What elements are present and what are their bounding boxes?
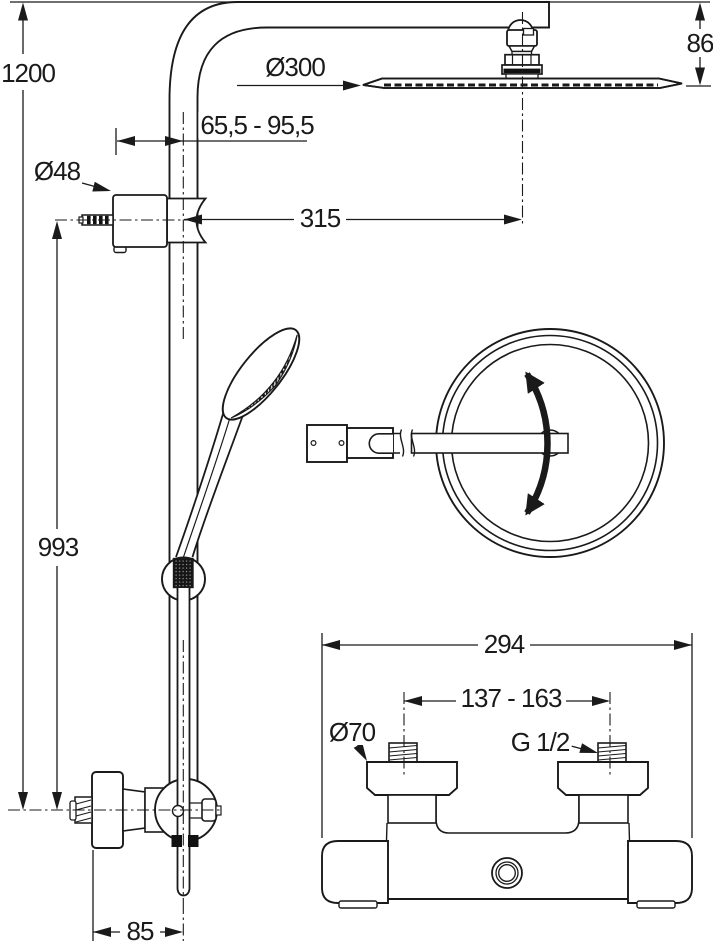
break-line: [410, 429, 416, 457]
bracket-tongue: [368, 433, 393, 454]
shower-column: [168, 1, 550, 788]
dim-bracket-diameter: Ø48: [31, 156, 83, 186]
joint-nut: [188, 835, 199, 847]
dim-connection-centers: 137 - 163: [458, 683, 564, 713]
hand-shower: [175, 327, 301, 558]
dim-rail-length: 993: [35, 532, 81, 562]
spray-face-texture: [230, 334, 298, 419]
right-neck: [578, 794, 629, 824]
mixer-front-view: [321, 742, 693, 909]
right-handle-foot: [636, 900, 676, 909]
left-handle: [321, 840, 389, 904]
break-line: [399, 429, 405, 457]
joint-notch: [522, 27, 535, 36]
handle-inner-edge: [191, 414, 244, 558]
right-escutcheon: [557, 761, 649, 796]
left-handle-foot: [338, 900, 378, 909]
handle-contour: [182, 410, 233, 558]
dim-arm-projection: 315: [297, 203, 343, 233]
slider-grip-band: [172, 557, 194, 589]
dim-bracket-depth-range: 65,5 - 95,5: [198, 110, 316, 140]
joint-taper: [507, 45, 536, 53]
rail-end-cap: [176, 887, 191, 897]
left-neck: [387, 794, 437, 824]
connection-centerlines: [403, 692, 611, 777]
body-shoulder-contour: [435, 796, 580, 834]
handle-outer-edge: [175, 406, 226, 558]
right-handle: [627, 840, 693, 904]
wall-plate: [306, 424, 348, 463]
dim-mixer-width: 294: [481, 629, 527, 659]
bracket-escutcheon: [112, 194, 168, 248]
column-and-arm: [168, 1, 550, 788]
joint-pivot: [171, 804, 185, 818]
dim-thread-size: G 1/2: [508, 727, 572, 757]
dim-spout-offset: 85: [124, 916, 156, 946]
dim-head-diameter: Ø300: [263, 52, 327, 82]
centerlines: [8, 12, 611, 941]
rotation-range-arrow-icon: [524, 371, 551, 516]
left-escutcheon: [366, 761, 458, 796]
screw-icon: [310, 440, 317, 447]
joint-nut: [171, 835, 182, 847]
screw-icon: [338, 440, 345, 447]
dim-escutcheon-diameter: Ø70: [326, 717, 378, 747]
dim-total-height: 1200: [0, 58, 57, 88]
dim-head-drop: 86: [684, 30, 713, 56]
arrowheads: [18, 2, 705, 937]
swivel-top-view: [306, 328, 665, 558]
hand-shower-head: [221, 327, 301, 421]
